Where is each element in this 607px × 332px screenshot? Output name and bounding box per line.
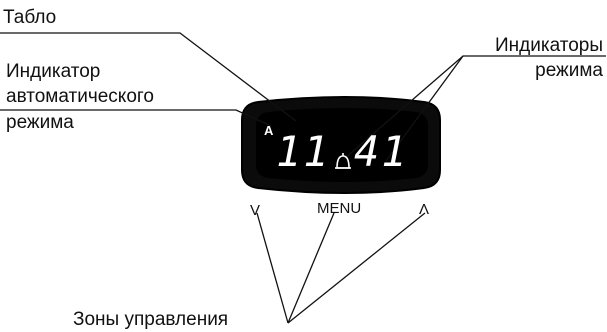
bell-icon — [335, 153, 351, 169]
control-leader-up — [287, 212, 426, 324]
menu-control[interactable]: MENU — [317, 200, 362, 217]
auto-indicator-letter: A — [264, 123, 274, 138]
time-minutes: 41 — [354, 127, 409, 176]
mode-indicators-leader-b — [385, 55, 464, 162]
tablo-label: Табло — [3, 7, 57, 28]
mode-indicators-label-line2: режима — [535, 60, 603, 81]
display-screen — [256, 108, 428, 182]
auto-indicator-leader — [0, 109, 272, 127]
tablo-leader — [0, 32, 297, 122]
control-zones-label: Зоны управления — [73, 309, 229, 330]
control-leader-down — [256, 212, 289, 324]
auto-indicator-label-line2: автоматического — [6, 86, 154, 107]
auto-indicator-label-line3: режима — [6, 112, 74, 133]
auto-indicator-label-line1: Индикатор — [6, 61, 101, 82]
up-control[interactable]: Λ — [419, 201, 430, 218]
control-leader-menu — [287, 212, 335, 324]
down-control[interactable]: V — [250, 202, 261, 219]
time-hours: 11 — [276, 127, 331, 176]
mode-indicators-label-line1: Индикаторы — [494, 35, 603, 56]
